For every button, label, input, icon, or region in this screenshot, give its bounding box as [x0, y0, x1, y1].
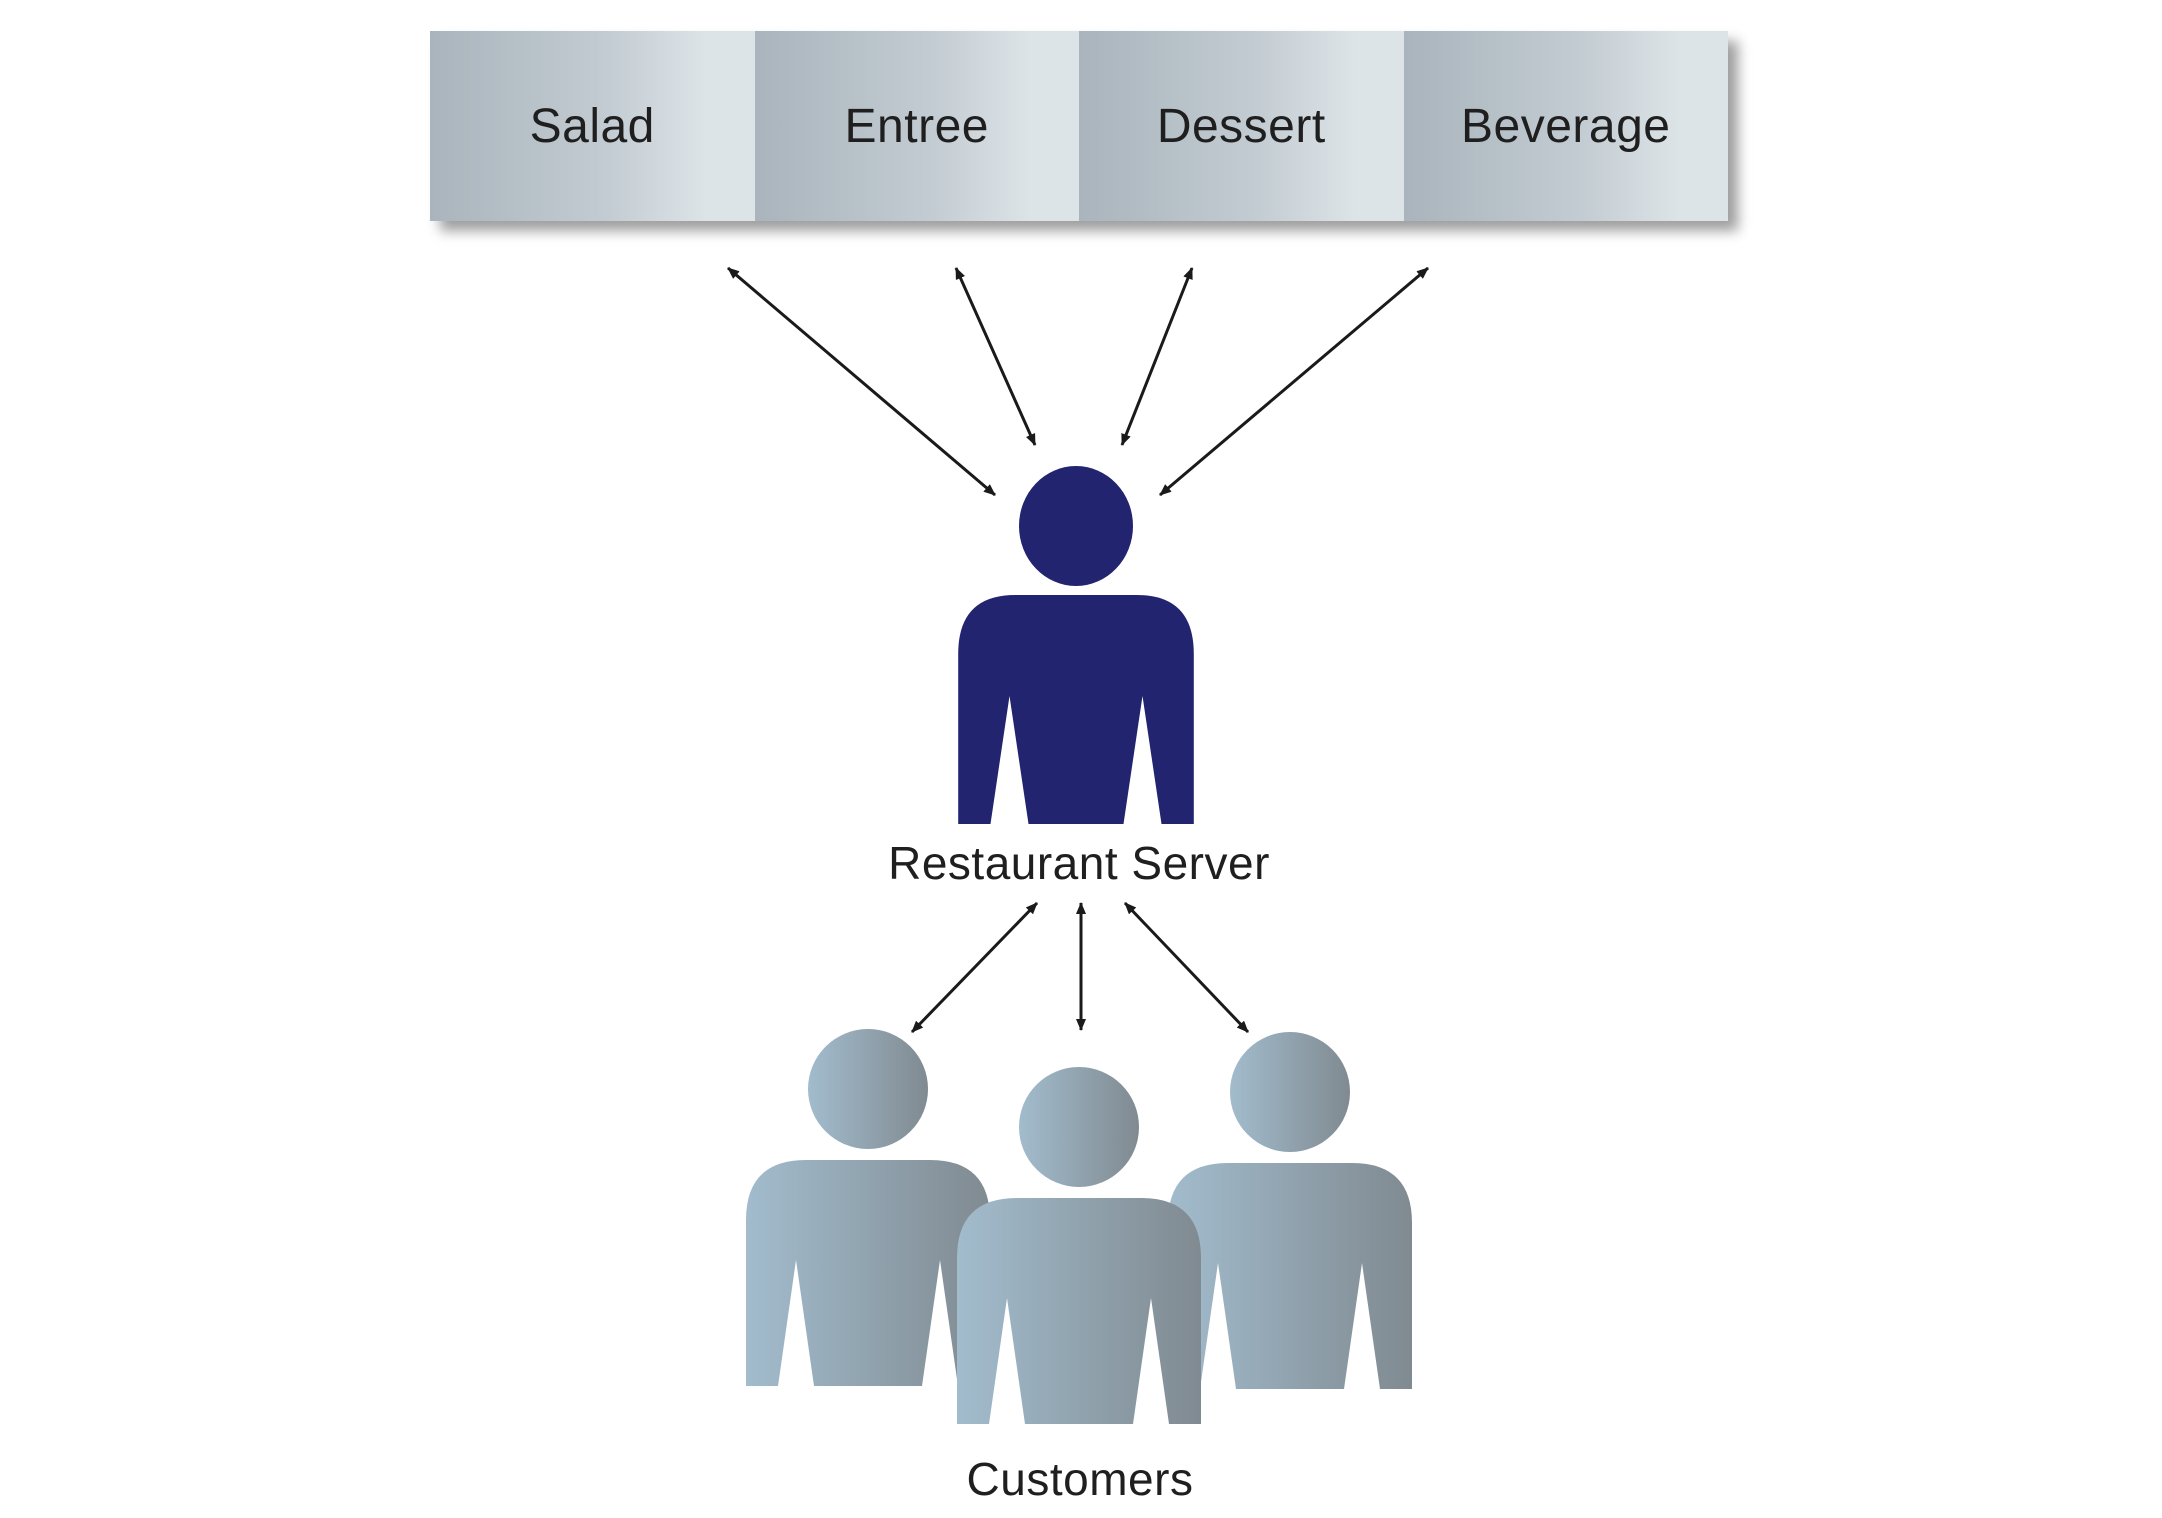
- menu-item-salad: Salad: [430, 31, 755, 221]
- server-person-icon: [958, 466, 1194, 824]
- menu-item-beverage: Beverage: [1403, 31, 1728, 221]
- menu-item-label: Beverage: [1461, 99, 1671, 153]
- menu-to-server-arrows: [727, 266, 1429, 497]
- arrow-server-customer-left: [910, 901, 1039, 1034]
- customer-person-icon: [1168, 1032, 1412, 1389]
- menu-item-label: Salad: [529, 99, 655, 153]
- menu-item-dessert: Dessert: [1079, 31, 1404, 221]
- menu-bar: Salad Entree Dessert Beverage: [430, 31, 1728, 221]
- menu-item-label: Dessert: [1156, 99, 1326, 153]
- customers-group: [746, 1029, 1412, 1424]
- arrow-dessert-server: [1120, 267, 1194, 446]
- customers-label: Customers: [966, 1453, 1194, 1505]
- menu-item-entree: Entree: [754, 31, 1079, 221]
- server-to-customers-arrows: [910, 901, 1250, 1034]
- arrow-beverage-server: [1159, 266, 1429, 497]
- arrow-entree-server: [954, 267, 1037, 446]
- arrow-salad-server: [727, 266, 996, 497]
- menu-item-label: Entree: [844, 99, 989, 153]
- customer-person-icon: [957, 1067, 1201, 1424]
- server-label: Restaurant Server: [888, 837, 1270, 889]
- customer-person-icon: [746, 1029, 990, 1386]
- arrow-server-customer-right: [1123, 901, 1250, 1034]
